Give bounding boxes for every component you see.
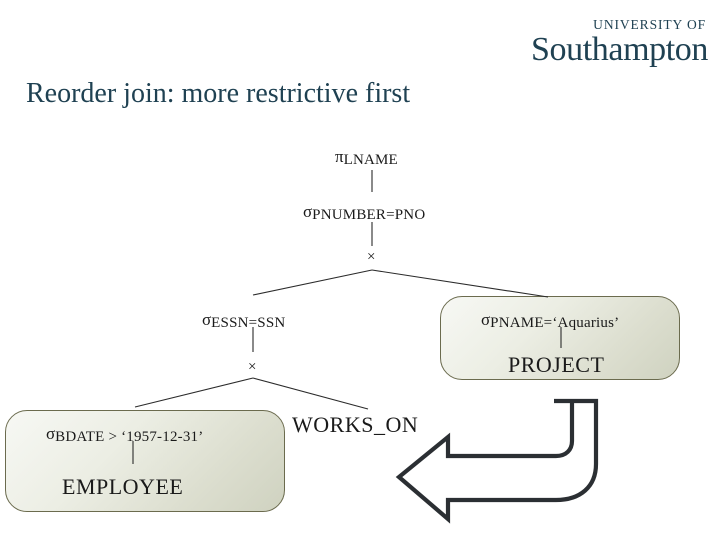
university-logo: UNIVERSITY OF Southampton bbox=[531, 18, 708, 67]
node-project: πLNAME bbox=[335, 147, 398, 168]
node-select-pnumber-subscript: PNUMBER=PNO bbox=[312, 207, 426, 223]
relation-project: PROJECT bbox=[508, 352, 605, 377]
edge-cross-lower-to-works-on bbox=[252, 377, 369, 410]
node-cross-top: × bbox=[367, 249, 376, 265]
highlight-box-employee bbox=[5, 410, 285, 512]
uturn-arrow-icon bbox=[395, 398, 599, 524]
node-select-essn-operator: σ bbox=[202, 310, 212, 329]
node-select-pname-subscript: PNAME=‘Aquarius’ bbox=[490, 315, 620, 331]
node-select-bdate-operator: σ bbox=[46, 424, 56, 443]
node-project-operator: π bbox=[335, 147, 344, 166]
edge-cross-top-to-select-pname bbox=[371, 269, 549, 298]
logo-line-university-of: UNIVERSITY OF bbox=[593, 17, 706, 32]
relation-works-on: WORKS_ON bbox=[292, 412, 419, 437]
node-cross-lower: × bbox=[248, 359, 257, 375]
node-select-pname: σPNAME=‘Aquarius’ bbox=[481, 310, 620, 331]
edge-cross-lower-to-select-bdate bbox=[134, 377, 254, 408]
slide-title: Reorder join: more restrictive first bbox=[26, 78, 411, 109]
node-select-essn: σESSN=SSN bbox=[202, 310, 286, 331]
relation-employee: EMPLOYEE bbox=[62, 474, 184, 499]
node-project-subscript: LNAME bbox=[343, 152, 398, 168]
node-select-essn-subscript: ESSN=SSN bbox=[211, 315, 286, 331]
node-select-pnumber: σPNUMBER=PNO bbox=[303, 202, 426, 223]
node-select-bdate-subscript: BDATE > ‘1957-12-31’ bbox=[55, 429, 204, 445]
logo-line-southampton: Southampton bbox=[531, 30, 708, 68]
edge-cross-top-to-select-essn bbox=[252, 269, 373, 296]
node-select-pname-operator: σ bbox=[481, 310, 491, 329]
node-select-bdate: σBDATE > ‘1957-12-31’ bbox=[46, 424, 204, 445]
node-select-pnumber-operator: σ bbox=[303, 202, 313, 221]
highlight-box-project bbox=[440, 296, 680, 380]
